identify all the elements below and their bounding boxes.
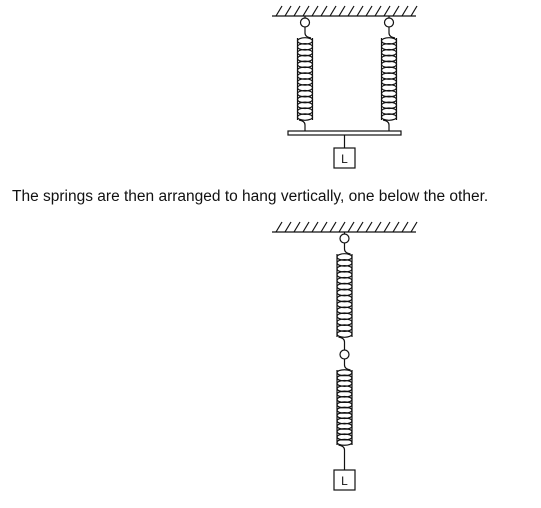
mass-label-bottom: L xyxy=(341,474,348,488)
series-springs-diagram: L xyxy=(272,221,418,491)
mass-label-top: L xyxy=(341,152,348,166)
mass-block-bottom: L xyxy=(333,469,356,491)
spring-left xyxy=(296,16,314,131)
parallel-springs-diagram: L xyxy=(272,5,418,169)
mass-block-top: L xyxy=(333,147,356,169)
spring-upper xyxy=(336,232,353,348)
caption-text: The springs are then arranged to hang ve… xyxy=(12,188,489,205)
crossbar xyxy=(287,130,402,136)
ceiling-bottom xyxy=(272,221,418,233)
spring-right xyxy=(380,16,398,131)
ceiling-top xyxy=(272,5,418,17)
spring-lower xyxy=(336,348,353,456)
